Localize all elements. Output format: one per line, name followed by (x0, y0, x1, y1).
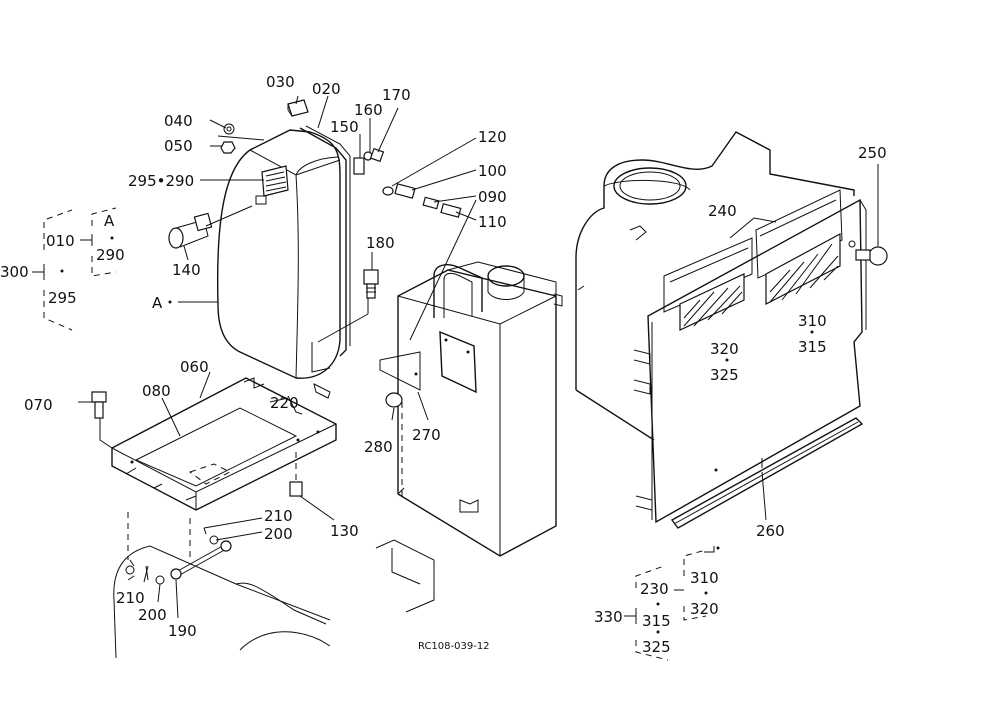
fuel-gauge (168, 212, 213, 249)
bolt-130 (289, 452, 303, 497)
label-310-group: 310 (690, 569, 719, 587)
label-020: 020 (312, 80, 341, 98)
label-140: 140 (172, 261, 201, 279)
label-130: 130 (330, 522, 359, 540)
label-270: 270 (412, 426, 441, 444)
bolt-180 (363, 269, 379, 299)
tank-base (111, 377, 337, 511)
cable-190 (145, 527, 232, 585)
label-320-decal: 320 (710, 340, 739, 358)
radiator-shroud (575, 131, 888, 553)
label-230: 230 (640, 580, 669, 598)
label-210-lower: 210 (116, 589, 145, 607)
label-040: 040 (164, 112, 193, 130)
label-120: 120 (478, 128, 507, 146)
label-030: 030 (266, 73, 295, 91)
fuel-fittings (353, 147, 462, 218)
label-180: 180 (366, 234, 395, 252)
label-100: 100 (478, 162, 507, 180)
label-a-upper: A (104, 212, 115, 230)
part-labels: 030 020 040 050 150 160 170 120 100 090 … (0, 73, 887, 656)
label-160: 160 (354, 101, 383, 119)
label-220: 220 (270, 394, 299, 412)
label-295-290: 295•290 (128, 172, 194, 190)
label-010: 010 (46, 232, 75, 250)
label-060: 060 (180, 358, 209, 376)
label-050: 050 (164, 137, 193, 155)
fuel-tank (216, 125, 351, 399)
label-310-decal: 310 (798, 312, 827, 330)
label-315-group: 315 (642, 612, 671, 630)
label-190: 190 (168, 622, 197, 640)
label-330: 330 (594, 608, 623, 626)
label-a-lower: A (152, 294, 163, 312)
label-250: 250 (858, 144, 887, 162)
figure-code: RC108-039-12 (418, 641, 490, 652)
label-240: 240 (708, 202, 737, 220)
label-325-group: 325 (642, 638, 671, 656)
fuel-cap (287, 99, 309, 117)
label-280: 280 (364, 438, 393, 456)
label-170: 170 (382, 86, 411, 104)
label-110: 110 (478, 213, 507, 231)
label-070: 070 (24, 396, 53, 414)
label-290: 290 (96, 246, 125, 264)
label-080: 080 (142, 382, 171, 400)
label-300: 300 (0, 263, 29, 281)
assembly-brackets (32, 207, 814, 661)
label-260: 260 (756, 522, 785, 540)
label-200-lower: 200 (138, 606, 167, 624)
label-320-group: 320 (690, 600, 719, 618)
label-325-decal: 325 (710, 366, 739, 384)
label-090: 090 (478, 188, 507, 206)
frame-outline (113, 512, 435, 659)
label-315-decal: 315 (798, 338, 827, 356)
label-200-upper: 200 (264, 525, 293, 543)
label-150: 150 (330, 118, 359, 136)
bolt-070 (91, 391, 113, 449)
label-295: 295 (48, 289, 77, 307)
label-210-upper: 210 (264, 507, 293, 525)
battery-box (379, 261, 563, 557)
leader-lines (78, 95, 879, 619)
